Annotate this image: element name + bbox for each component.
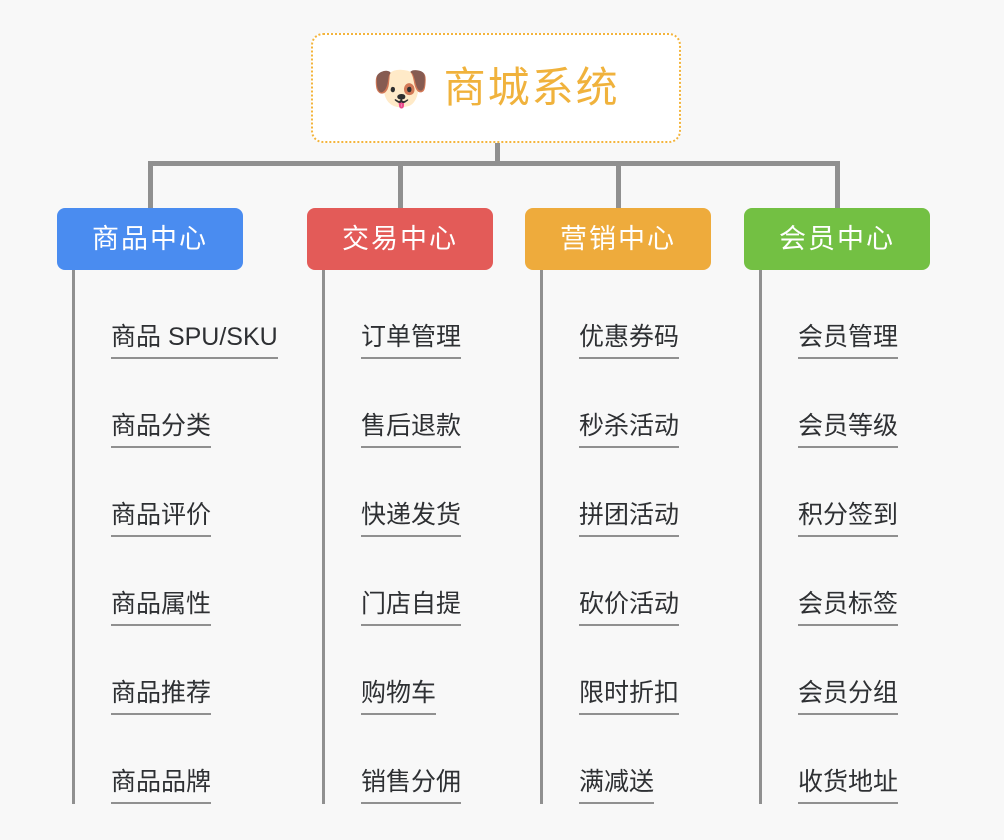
list-item[interactable]: 订单管理 [325,270,493,359]
list-item[interactable]: 商品属性 [75,537,243,626]
connector-horizontal-bus [148,161,840,166]
leaf-label: 限时折扣 [579,679,680,715]
leaf-label: 会员标签 [798,590,899,626]
list-item[interactable]: 会员等级 [762,359,930,448]
category-column-1: 商品中心 商品 SPU/SKU 商品分类 商品评价 商品属性 商品推荐 商品品牌 [57,208,278,804]
leaf-label: 商品推荐 [111,679,212,715]
root-node[interactable]: 🐶 商城系统 [311,33,681,143]
connector-drop-1 [148,161,153,208]
leaf-label: 商品评价 [111,501,212,537]
category-header-2[interactable]: 交易中心 [307,208,493,270]
category-label-2: 交易中心 [342,223,458,254]
list-item[interactable]: 商品分类 [75,359,243,448]
list-item[interactable]: 购物车 [325,626,493,715]
leaf-list-3: 优惠券码 秒杀活动 拼团活动 砍价活动 限时折扣 满减送 [540,270,711,804]
leaf-list-4: 会员管理 会员等级 积分签到 会员标签 会员分组 收货地址 [759,270,930,804]
leaf-label: 收货地址 [798,768,899,804]
connector-root-stem [495,143,500,165]
list-item[interactable]: 限时折扣 [543,626,711,715]
category-label-1: 商品中心 [92,223,208,254]
list-item[interactable]: 满减送 [543,715,711,804]
list-item[interactable]: 门店自提 [325,537,493,626]
leaf-label: 商品品牌 [111,768,212,804]
leaf-label: 优惠券码 [579,323,680,359]
list-item[interactable]: 会员标签 [762,537,930,626]
list-item[interactable]: 收货地址 [762,715,930,804]
list-item[interactable]: 会员管理 [762,270,930,359]
list-item[interactable]: 快递发货 [325,448,493,537]
list-item[interactable]: 商品评价 [75,448,243,537]
leaf-label: 秒杀活动 [579,412,680,448]
list-item[interactable]: 售后退款 [325,359,493,448]
category-label-3: 营销中心 [560,223,676,254]
leaf-label: 砍价活动 [579,590,680,626]
connector-drop-2 [398,161,403,208]
leaf-label: 积分签到 [798,501,899,537]
list-item[interactable]: 拼团活动 [543,448,711,537]
shiba-dog-face-icon: 🐶 [372,62,430,114]
leaf-list-1: 商品 SPU/SKU 商品分类 商品评价 商品属性 商品推荐 商品品牌 [72,270,278,804]
list-item[interactable]: 商品 SPU/SKU [75,270,278,359]
list-item[interactable]: 商品品牌 [75,715,243,804]
leaf-label: 拼团活动 [579,501,680,537]
category-column-3: 营销中心 优惠券码 秒杀活动 拼团活动 砍价活动 限时折扣 满减送 [525,208,711,804]
leaf-label: 满减送 [579,768,655,804]
list-item[interactable]: 销售分佣 [325,715,493,804]
leaf-list-2: 订单管理 售后退款 快递发货 门店自提 购物车 销售分佣 [322,270,493,804]
list-item[interactable]: 商品推荐 [75,626,243,715]
root-title: 商城系统 [443,64,620,111]
category-label-4: 会员中心 [779,223,895,254]
connector-drop-3 [616,161,621,208]
category-column-4: 会员中心 会员管理 会员等级 积分签到 会员标签 会员分组 收货地址 [744,208,930,804]
leaf-label: 购物车 [361,679,437,715]
list-item[interactable]: 秒杀活动 [543,359,711,448]
list-item[interactable]: 砍价活动 [543,537,711,626]
leaf-label: 会员分组 [798,679,899,715]
leaf-label: 销售分佣 [361,768,462,804]
leaf-label: 商品属性 [111,590,212,626]
category-header-1[interactable]: 商品中心 [57,208,243,270]
leaf-label: 售后退款 [361,412,462,448]
list-item[interactable]: 优惠券码 [543,270,711,359]
leaf-label: 快递发货 [361,501,462,537]
connector-drop-4 [835,161,840,208]
category-header-4[interactable]: 会员中心 [744,208,930,270]
leaf-label: 门店自提 [361,590,462,626]
list-item[interactable]: 会员分组 [762,626,930,715]
leaf-label: 会员等级 [798,412,899,448]
category-column-2: 交易中心 订单管理 售后退款 快递发货 门店自提 购物车 销售分佣 [307,208,493,804]
category-header-3[interactable]: 营销中心 [525,208,711,270]
leaf-label: 订单管理 [361,323,462,359]
leaf-label: 商品分类 [111,412,212,448]
leaf-label: 会员管理 [798,323,899,359]
leaf-label: 商品 SPU/SKU [111,323,278,359]
list-item[interactable]: 积分签到 [762,448,930,537]
